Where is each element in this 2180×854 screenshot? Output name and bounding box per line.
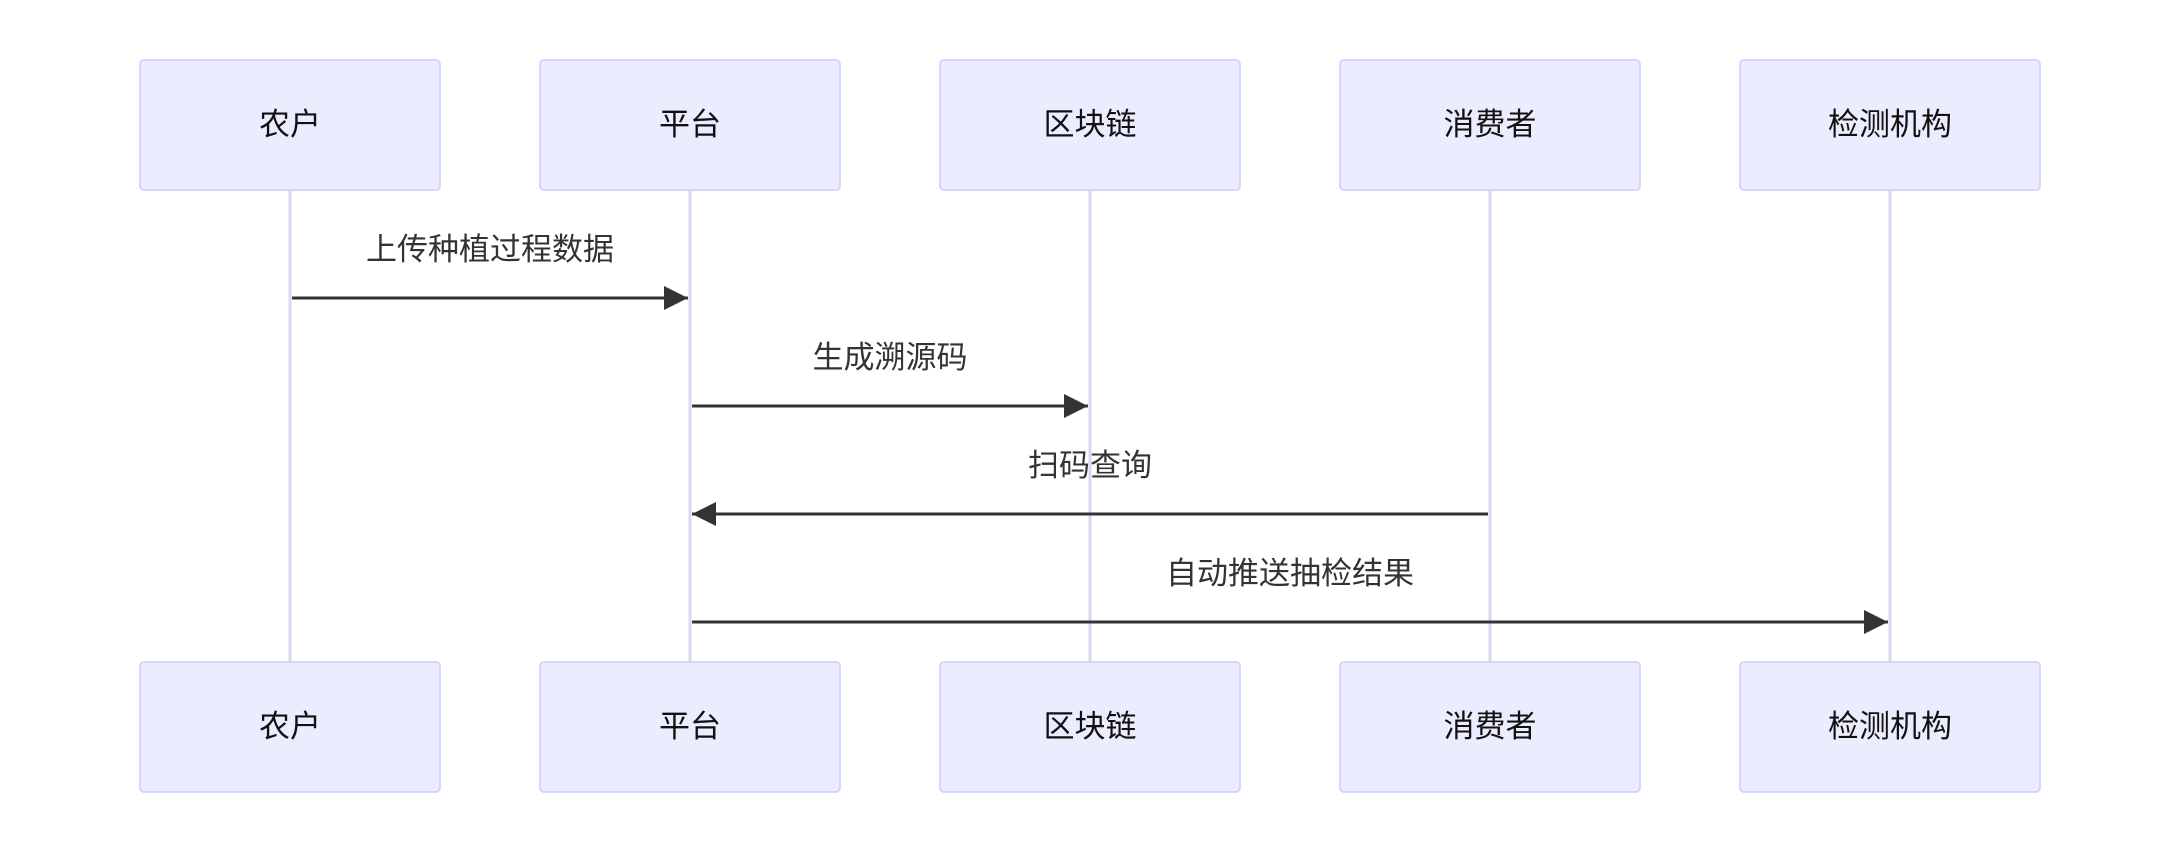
actor-label: 平台 xyxy=(659,709,721,745)
actor-box xyxy=(139,59,441,191)
actor-box xyxy=(1339,59,1641,191)
actor-label: 区块链 xyxy=(1044,709,1137,745)
message-2: 生成溯源码 xyxy=(692,340,1088,418)
message-label: 自动推送抽检结果 xyxy=(1166,556,1414,592)
actor-inspection-top: 检测机构 xyxy=(1739,59,2041,191)
actor-farmer-top: 农户 xyxy=(139,59,441,191)
message-3: 扫码查询 xyxy=(692,448,1488,526)
actor-box xyxy=(1339,661,1641,793)
actor-box xyxy=(539,661,841,793)
actor-box xyxy=(139,661,441,793)
actor-platform-top: 平台 xyxy=(539,59,841,191)
actor-label: 农户 xyxy=(259,107,321,143)
message-label: 生成溯源码 xyxy=(813,340,968,376)
actor-consumer-bottom: 消费者 xyxy=(1339,661,1641,793)
actor-blockchain-bottom: 区块链 xyxy=(939,661,1241,793)
message-1: 上传种植过程数据 xyxy=(292,232,688,310)
actor-label: 检测机构 xyxy=(1828,709,1952,745)
actor-box xyxy=(1739,59,2041,191)
actor-farmer-bottom: 农户 xyxy=(139,661,441,793)
actor-label: 消费者 xyxy=(1444,709,1537,745)
message-4: 自动推送抽检结果 xyxy=(692,556,1888,634)
actor-label: 检测机构 xyxy=(1828,107,1952,143)
actor-box xyxy=(939,661,1241,793)
actor-label: 农户 xyxy=(259,709,321,745)
actor-label: 区块链 xyxy=(1044,107,1137,143)
actor-inspection-bottom: 检测机构 xyxy=(1739,661,2041,793)
actor-consumer-top: 消费者 xyxy=(1339,59,1641,191)
actor-label: 消费者 xyxy=(1444,107,1537,143)
message-label: 上传种植过程数据 xyxy=(366,232,614,268)
actor-platform-bottom: 平台 xyxy=(539,661,841,793)
actor-box xyxy=(939,59,1241,191)
actor-box xyxy=(539,59,841,191)
message-label: 扫码查询 xyxy=(1028,448,1152,484)
actor-label: 平台 xyxy=(659,107,721,143)
actor-blockchain-top: 区块链 xyxy=(939,59,1241,191)
actor-box xyxy=(1739,661,2041,793)
